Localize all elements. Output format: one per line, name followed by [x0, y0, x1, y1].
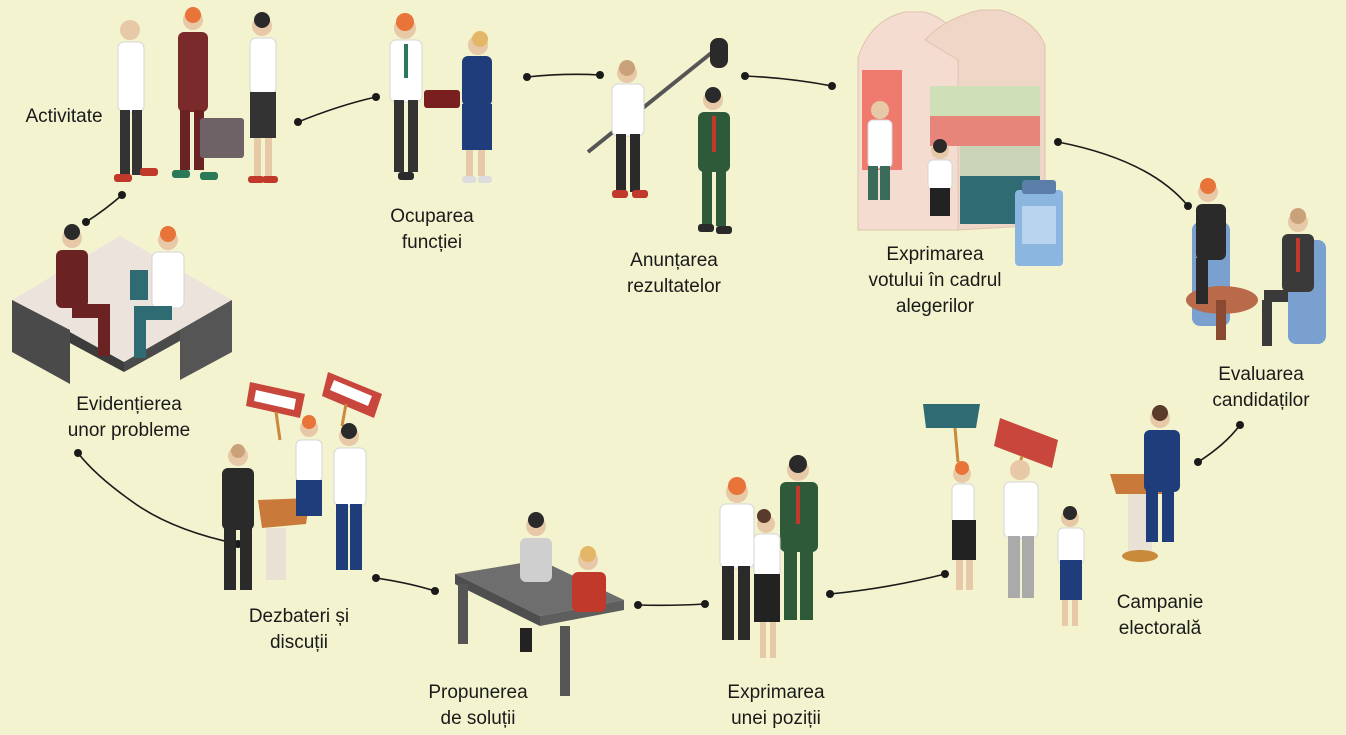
label-ocuparea-line-2: funcției — [401, 232, 463, 253]
label-evaluarea: Evaluarea candidaților — [1186, 362, 1336, 414]
dezbateri-illustration — [222, 372, 382, 590]
connector-pozitii-propunerea — [637, 603, 706, 607]
propunerea-illustration — [455, 512, 624, 696]
label-anuntarea-line-1: Anunțarea — [630, 250, 718, 271]
label-evaluarea-line-1: Evaluarea — [1218, 364, 1304, 385]
label-exprimarea-votului-line-3: alegerilor — [895, 296, 975, 317]
label-ocuparea: Ocuparea funcției — [362, 204, 502, 256]
label-campanie-line-2: electorală — [1118, 618, 1202, 639]
label-exprimarea-pozitii-line-2: unei poziții — [731, 708, 821, 729]
label-dezbateri-line-2: discuții — [269, 632, 329, 653]
label-evidentierea: Evidențierea unor probleme — [44, 392, 214, 444]
connector-ocuparea-anuntarea — [526, 73, 601, 78]
label-evidentierea-line-2: unor probleme — [67, 420, 191, 441]
label-activitate: Activitate — [0, 104, 128, 130]
label-exprimarea-votului-line-1: Exprimarea — [886, 244, 984, 265]
label-evidentierea-line-1: Evidențierea — [76, 394, 182, 415]
label-propunerea-line-1: Propunerea — [428, 682, 528, 703]
evidentierea-illustration — [12, 224, 232, 384]
label-anuntarea-line-2: rezultatelor — [627, 276, 721, 297]
label-anuntarea: Anunțarea rezultatelor — [604, 248, 744, 300]
activitate-illustration — [114, 7, 278, 183]
label-activitate-line-1: Activitate — [25, 106, 103, 127]
connector-evaluarea-campanie — [1197, 424, 1241, 463]
label-propunerea-line-2: de soluții — [440, 708, 516, 729]
pozitii-illustration — [719, 455, 818, 658]
connector-vot-evaluarea — [1057, 141, 1189, 207]
label-evaluarea-line-2: candidaților — [1212, 390, 1310, 411]
connector-dezbateri-evidentierea — [77, 452, 239, 545]
connector-propunerea-dezbateri — [375, 577, 436, 592]
connector-campanie-pozitii — [829, 573, 946, 595]
label-exprimarea-pozitii: Exprimarea unei poziții — [706, 680, 846, 732]
label-exprimarea-votului-line-2: votului în cadrul — [868, 270, 1002, 291]
label-dezbateri-line-1: Dezbateri și — [248, 606, 350, 627]
label-ocuparea-line-1: Ocuparea — [390, 206, 474, 227]
vot-illustration — [857, 9, 1063, 266]
label-campanie: Campanie electorală — [1100, 590, 1220, 642]
campanie-illustration — [923, 404, 1180, 626]
label-dezbateri: Dezbateri și discuții — [234, 604, 364, 656]
ocuparea-illustration — [389, 13, 492, 183]
label-exprimarea-pozitii-line-1: Exprimarea — [727, 682, 825, 703]
anuntarea-illustration — [586, 38, 732, 234]
evaluarea-illustration — [1186, 178, 1326, 346]
label-propunerea: Propunerea de soluții — [408, 680, 548, 732]
label-campanie-line-1: Campanie — [1116, 592, 1204, 613]
connector-anuntarea-vot — [744, 75, 833, 87]
label-exprimarea-votului: Exprimarea votului în cadrul alegerilor — [840, 242, 1030, 320]
connector-evidentierea-activitate — [85, 194, 123, 223]
connector-activitate-ocuparea — [297, 96, 377, 123]
